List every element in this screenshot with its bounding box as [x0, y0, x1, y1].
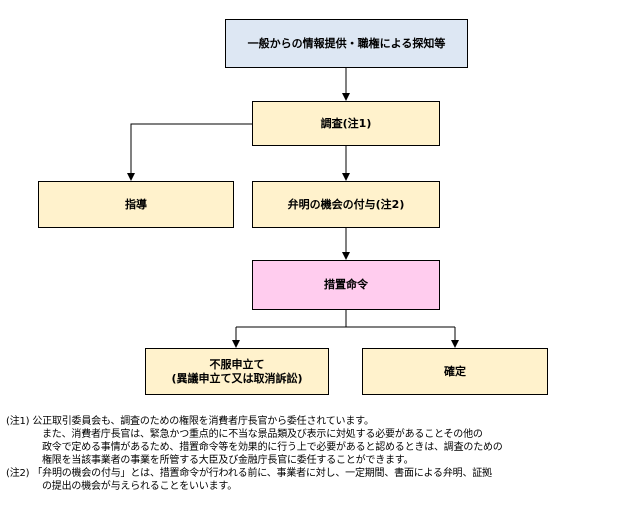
- note1-line1: (注1) 公正取引委員会も、調査のための権限を消費者庁長官から委任されています。: [6, 416, 374, 427]
- arrow-investigation-to-guidance: [127, 123, 252, 181]
- investigation-label: 調査(注1): [320, 116, 372, 130]
- note2-line1: (注2) 「弁明の機会の付与」とは、措置命令が行われる前に、事業者に対し、一定期…: [6, 468, 492, 479]
- order-box: 措置命令: [252, 260, 440, 310]
- footnotes: (注1) 公正取引委員会も、調査のための権限を消費者庁長官から委任されています。…: [6, 415, 606, 493]
- order-label: 措置命令: [324, 278, 368, 291]
- note1-line4: 権限を当該事業者の事業を所管する大臣及び金融庁長官に委任することができます。: [42, 455, 414, 466]
- note1-line2: また、消費者庁長官は、緊急かつ重点的に不当な景品類及び表示に対処する必要があるこ…: [42, 429, 483, 440]
- appeal-box: 不服申立て (異議申立て又は取消訴訟): [145, 348, 329, 395]
- investigation-box: 調査(注1): [252, 101, 440, 146]
- source-box: 一般からの情報提供・職権による探知等: [225, 19, 468, 68]
- hearing-label: 弁明の機会の付与(注2): [287, 197, 405, 211]
- guidance-box: 指導: [38, 181, 234, 228]
- appeal-label-line2: (異議申立て又は取消訴訟): [171, 371, 303, 385]
- source-label: 一般からの情報提供・職権による探知等: [247, 36, 446, 50]
- hearing-box: 弁明の機会の付与(注2): [252, 181, 440, 228]
- appeal-label-line1: 不服申立て: [209, 357, 265, 371]
- guidance-label: 指導: [125, 197, 147, 211]
- final-box: 確定: [362, 348, 548, 395]
- note1-line3: 政令で定める事情があるため、措置命令等を効果的に行う上で必要があると認めるときは…: [42, 442, 503, 453]
- note2-line2: の提出の機会が与えられることをいいます。: [42, 481, 237, 492]
- final-label: 確定: [444, 364, 466, 378]
